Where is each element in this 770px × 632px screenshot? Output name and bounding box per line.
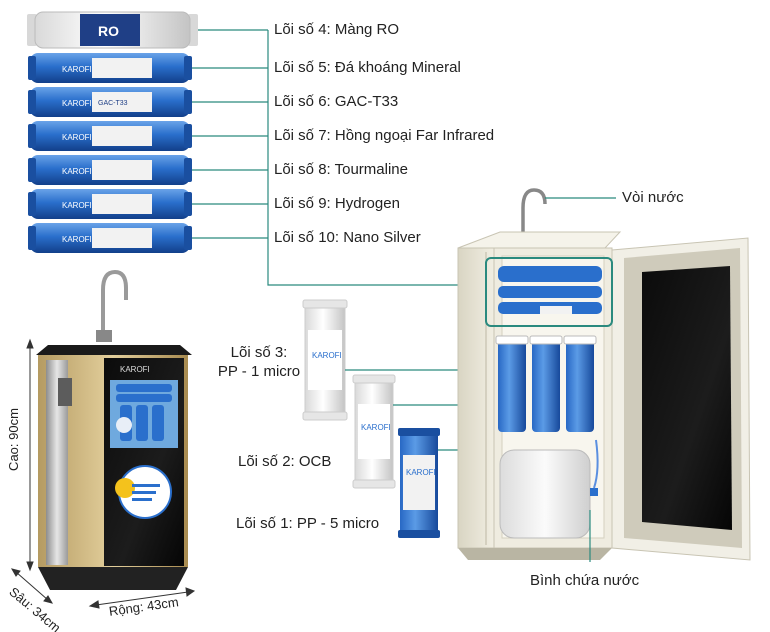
cartridge-ro-text: RO	[98, 23, 119, 39]
tank-label: Bình chứa nước	[530, 572, 640, 589]
prefilter-pp5-brand: KAROFI	[406, 468, 436, 477]
cabinet-housing-3	[566, 340, 594, 432]
product-faucet	[101, 269, 128, 340]
filter-label-9: Lõi số 9: Hydrogen	[274, 195, 400, 212]
prefilter-pp1-brand: KAROFI	[312, 351, 342, 360]
product-brand: KAROFI	[120, 365, 150, 374]
cabinet-door-glass	[642, 266, 732, 530]
filter-label-7: Lõi số 7: Hồng ngoại Far Infrared	[274, 127, 495, 144]
faucet-label: Vòi nước	[622, 189, 684, 206]
cartridge-8: KAROFI	[28, 155, 192, 185]
filter-label-10: Lõi số 10: Nano Silver	[274, 229, 421, 246]
cartridge-9-brand: KAROFI	[62, 201, 92, 210]
cartridge-ro: RO	[27, 11, 198, 49]
prefilter-pp1-cartridge: KAROFI	[302, 299, 348, 421]
dimension-height: Cao: 90cm	[5, 408, 21, 471]
cabinet-tank	[499, 449, 591, 539]
prefilter-label-2: Lõi số 2: OCB	[238, 453, 332, 470]
prefilter-label-3-line2: PP - 1 micro	[217, 363, 301, 380]
cartridge-7: KAROFI	[28, 121, 192, 151]
filter-label-4: Lõi số 4: Màng RO	[274, 21, 400, 38]
cabinet-faucet	[521, 188, 547, 238]
cartridge-9: KAROFI	[28, 189, 192, 219]
cartridge-5-brand: KAROFI	[62, 65, 92, 74]
purifier-product: KAROFI	[36, 269, 192, 590]
cabinet-ro-highlight	[485, 257, 613, 327]
filter-label-6: Lõi số 6: GAC-T33	[274, 93, 399, 110]
filter-label-5: Lõi số 5: Đá khoáng Mineral	[274, 59, 461, 76]
cartridge-6-text: GAC-T33	[98, 100, 128, 107]
cabinet-housing-1	[498, 340, 526, 432]
dimension-lines	[10, 338, 196, 609]
cartridge-10-brand: KAROFI	[62, 235, 92, 244]
prefilter-label-3-line1: Lõi số 3:	[230, 344, 288, 361]
cartridge-leader-lines	[192, 29, 492, 286]
filter-label-8: Lõi số 8: Tourmaline	[274, 161, 408, 178]
prefilter-pp5-cartridge: KAROFI	[398, 428, 440, 538]
cabinet-housing-2	[532, 340, 560, 432]
open-cabinet	[457, 188, 751, 561]
part-leader-lines	[545, 197, 616, 562]
cartridge-10: KAROFI	[28, 223, 192, 253]
cartridge-6-brand: KAROFI	[62, 99, 92, 108]
cartridge-5: KAROFI	[28, 53, 192, 83]
cartridge-8-brand: KAROFI	[62, 167, 92, 176]
prefilter-ocb-brand: KAROFI	[361, 423, 391, 432]
cartridge-7-brand: KAROFI	[62, 133, 92, 142]
cartridge-6: GAC-T33 KAROFI	[28, 87, 192, 117]
prefilter-ocb-cartridge: KAROFI	[352, 374, 396, 489]
prefilter-label-1: Lõi số 1: PP - 5 micro	[236, 515, 380, 532]
